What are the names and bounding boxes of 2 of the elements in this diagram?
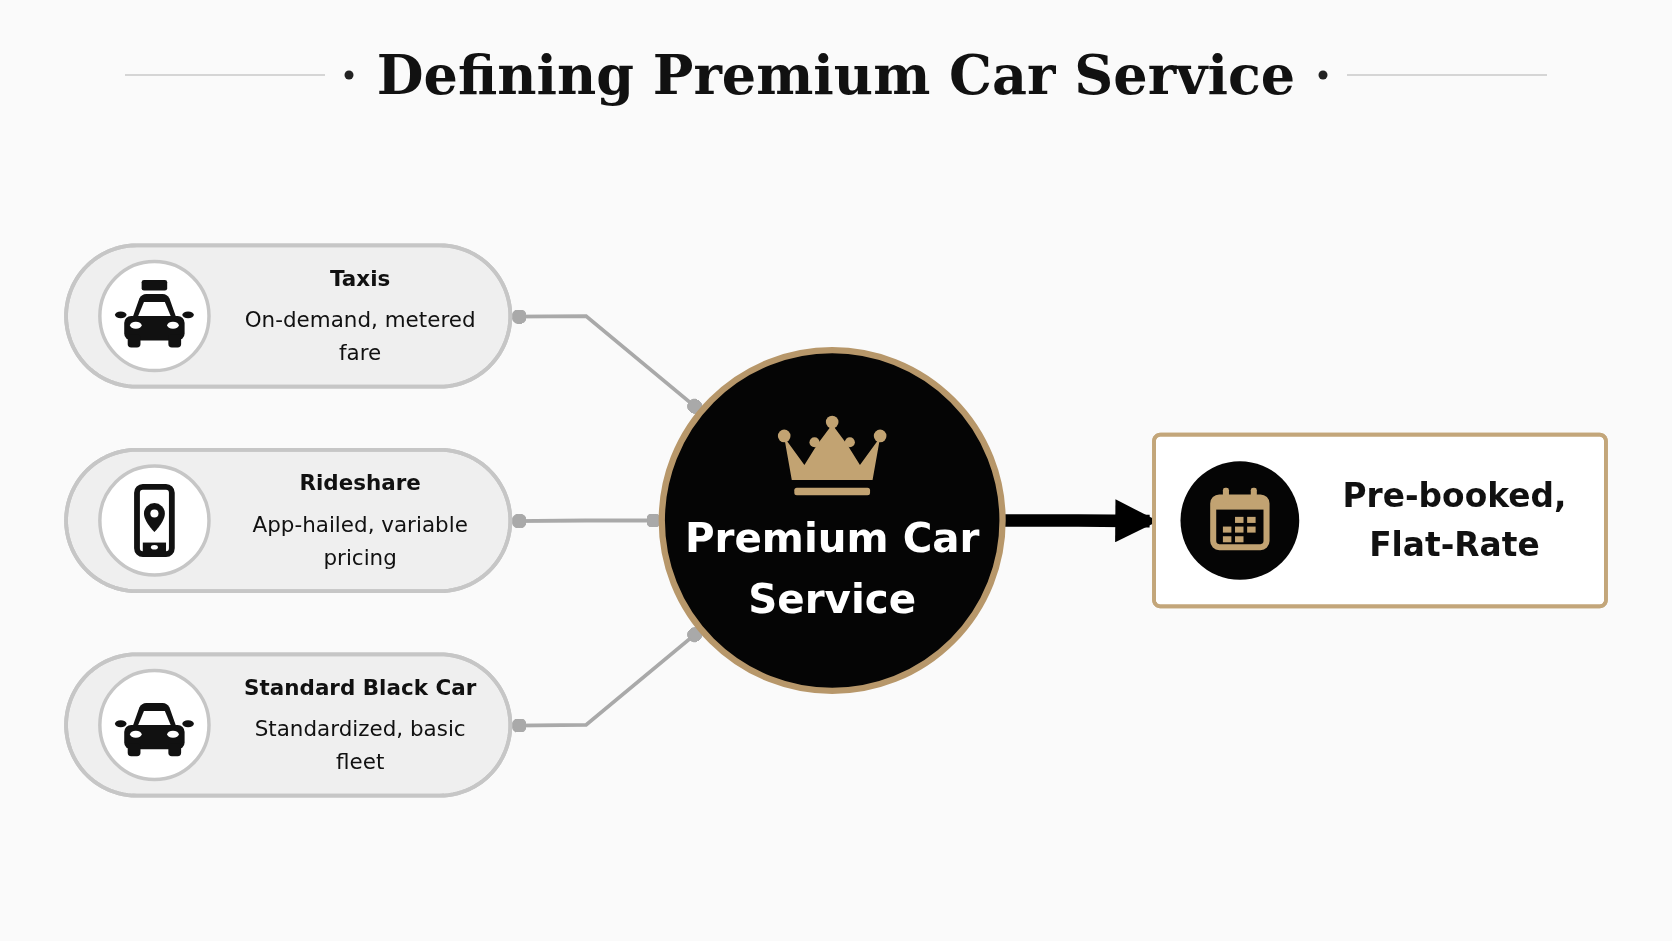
title: Defining Premium Car Service [376, 43, 1296, 107]
node-circle: Premium Car Service [658, 346, 1006, 695]
